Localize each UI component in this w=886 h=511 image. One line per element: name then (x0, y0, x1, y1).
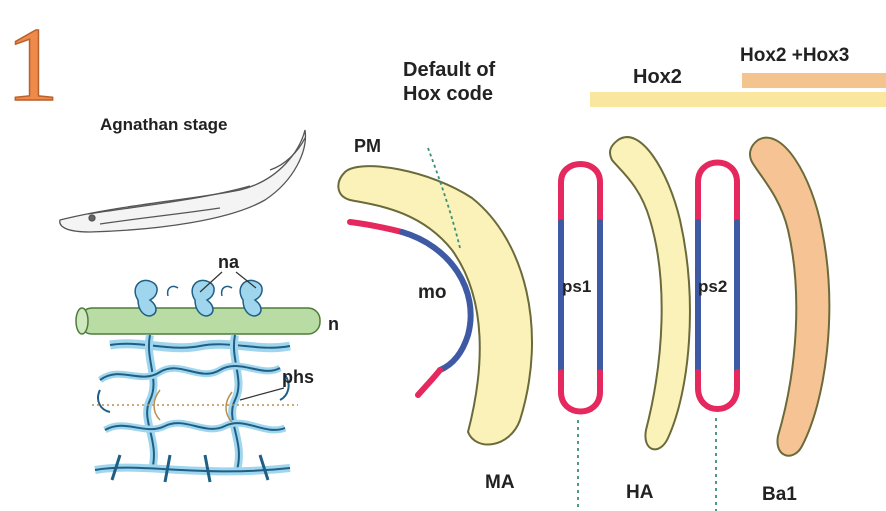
mo-label: mo (418, 282, 447, 303)
agnathan-larva-illustration (60, 130, 306, 232)
hox2-hox3-bar (742, 73, 886, 88)
branchial-arch-1 (750, 138, 829, 456)
hox2-bar (590, 92, 886, 107)
mouth-line-red-lower (418, 370, 440, 395)
branchial-skeleton (95, 335, 290, 482)
mouth-line-red-upper (350, 222, 402, 232)
phs-label: phs (282, 367, 314, 387)
default-hox-label-line1: Default of (403, 59, 496, 81)
ps1-label: ps1 (562, 277, 591, 296)
ha-label: HA (626, 482, 654, 503)
hyoid-arch (610, 137, 690, 449)
n-label: n (328, 314, 339, 334)
agnathan-stage-label: Agnathan stage (100, 115, 228, 134)
ba1-label: Ba1 (762, 484, 797, 505)
slide-number: 1 (6, 6, 59, 123)
hox2-label: Hox2 (633, 66, 682, 88)
hox2-hox3-label: Hox2 +Hox3 (740, 45, 849, 66)
na-label: na (218, 252, 240, 272)
pharyngeal-slit-marks (154, 390, 232, 422)
pm-label: PM (354, 136, 381, 156)
phs-pointer-line (240, 388, 284, 400)
default-hox-label-line2: Hox code (403, 83, 493, 105)
mandibular-arch (338, 166, 532, 444)
ma-label: MA (485, 472, 515, 493)
ps2-label: ps2 (698, 277, 727, 296)
